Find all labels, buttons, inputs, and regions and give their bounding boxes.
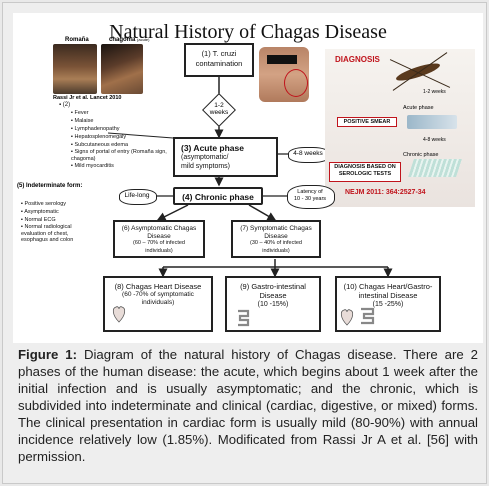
face-photo xyxy=(259,47,309,102)
photo-citation: Rassi Jr et al. Lancet 2010 xyxy=(53,95,122,101)
acute-symptoms-list: (2) xyxy=(59,101,169,109)
heart-and-intestine-icon xyxy=(339,305,379,327)
positive-smear-box: POSITIVE SMEAR xyxy=(337,117,397,127)
contamination-box: (1) T. cruzi contamination xyxy=(184,43,254,77)
intestine-icon xyxy=(235,309,251,327)
indeterminate-form-list: (5) Indeterminate form: xyxy=(17,183,83,189)
latency-tag: Latency of 10 - 30 years xyxy=(287,185,335,209)
heart-disease-box: (8) Chagas Heart Disease (60 -70% of sym… xyxy=(103,276,213,332)
chronic-phase-box: (4) Chronic phase xyxy=(173,187,263,205)
serology-test-image xyxy=(408,159,462,177)
figure-image: Natural History of Chagas Disease Romaña… xyxy=(13,13,483,343)
caption-label: Figure 1: xyxy=(18,347,77,362)
blood-smear-image xyxy=(407,115,457,129)
serologic-tests-box: DIAGNOSIS BASED ON SEROLOGIC TESTS xyxy=(329,162,401,182)
weeks-1-2-diamond: 1-2 weeks xyxy=(202,93,236,127)
romana-photo xyxy=(53,44,97,94)
lifelong-tag: Life-long xyxy=(119,189,157,205)
figure-caption: Figure 1: Diagram of the natural history… xyxy=(18,346,478,465)
triatomine-bug-icon xyxy=(385,52,455,91)
caption-text: Diagram of the natural history of Chagas… xyxy=(18,347,478,464)
symptoms-items: Fever Malaise Lymphadenopathy Hepatosple… xyxy=(71,109,186,170)
weeks-4-8-tag: 4-8 weeks xyxy=(288,147,330,163)
heart-gastrointestinal-disease-box: (10) Chagas Heart/Gastro- intestinal Dis… xyxy=(335,276,441,332)
diagnosis-panel: DIAGNOSIS 1-2 weeks Acute phase POSITIVE… xyxy=(325,49,475,207)
heart-icon xyxy=(111,303,127,323)
chagoma-label: chagoma (acute) xyxy=(109,37,150,43)
chagoma-photo xyxy=(101,44,143,94)
romana-label: Romaña xyxy=(65,37,89,43)
indeterminate-items: Positive serology Asymptomatic Normal EC… xyxy=(21,200,87,244)
acute-phase-box: (3) Acute phase (asymptomatic/ mild symp… xyxy=(173,137,278,177)
asymptomatic-disease-box: (6) Asymptomatic Chagas Disease (60 – 70… xyxy=(113,220,205,258)
figure-title: Natural History of Chagas Disease xyxy=(109,21,387,43)
symptomatic-disease-box: (7) Symptomatic Chagas Disease (30 – 40%… xyxy=(231,220,321,258)
gastrointestinal-disease-box: (9) Gastro-intestinal Disease (10 -15%) xyxy=(225,276,321,332)
